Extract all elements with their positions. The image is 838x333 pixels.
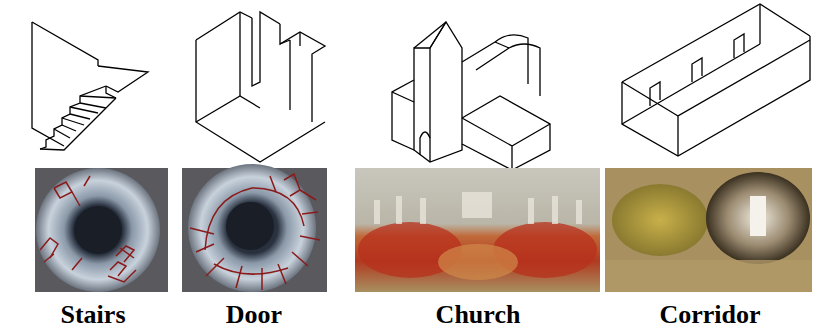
caption-label: Church: [436, 300, 521, 330]
door-drawing: [196, 12, 325, 162]
caption-label: Stairs: [61, 300, 126, 330]
door-photo: [182, 164, 327, 292]
corridor-drawing: [622, 4, 810, 156]
caption-label: Corridor: [659, 300, 760, 330]
church-photo: [355, 168, 600, 292]
caption-label: Door: [226, 300, 282, 330]
stairs-photo: [35, 168, 168, 292]
corridor-photo: [605, 168, 812, 292]
stairs-drawing: [32, 22, 148, 150]
church-drawing: [392, 22, 550, 170]
